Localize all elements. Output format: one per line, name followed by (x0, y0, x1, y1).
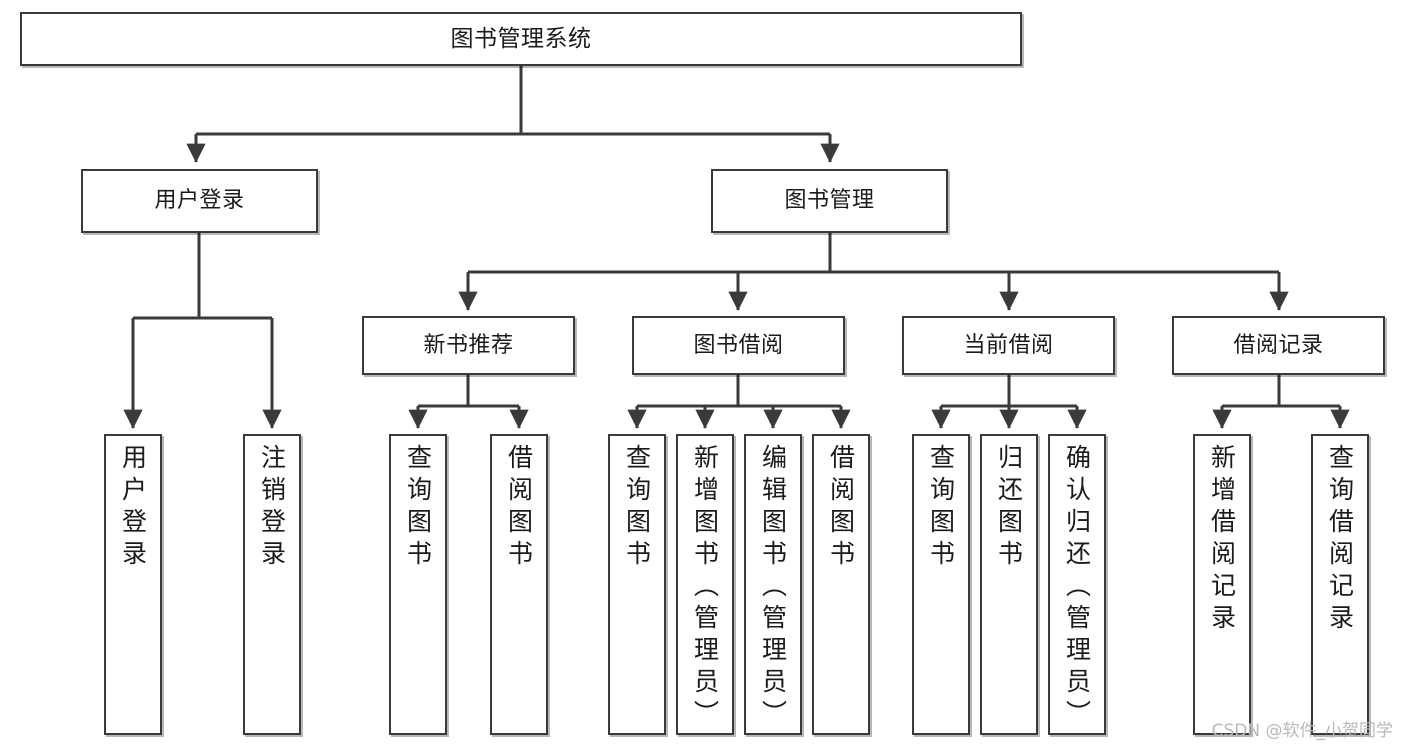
node-label: 新增图书（管理员） (690, 444, 720, 732)
node-label: 借阅图书 (504, 444, 534, 572)
node-root-book-management-system[interactable]: 图书管理系统 (20, 12, 1022, 66)
node-label: 新增借阅记录 (1207, 444, 1237, 636)
node-label: 新书推荐 (423, 332, 514, 358)
node-new-book-recommend[interactable]: 新书推荐 (362, 316, 575, 375)
node-leaf-bookborrow-edit-book-admin[interactable]: 编辑图书（管理员） (744, 434, 802, 735)
node-label: 确认归还（管理员） (1062, 444, 1092, 732)
node-label: 查询借阅记录 (1325, 444, 1355, 636)
node-leaf-borrowrecord-add-record[interactable]: 新增借阅记录 (1193, 434, 1251, 735)
node-label: 查询图书 (403, 444, 433, 572)
node-label: 用户登录 (154, 188, 245, 214)
node-leaf-currentborrow-confirm-return-admin[interactable]: 确认归还（管理员） (1048, 434, 1106, 735)
node-book-borrow[interactable]: 图书借阅 (632, 316, 845, 375)
node-leaf-currentborrow-query-book[interactable]: 查询图书 (912, 434, 970, 735)
node-label: 归还图书 (994, 444, 1024, 572)
node-leaf-currentborrow-return-book[interactable]: 归还图书 (980, 434, 1038, 735)
node-leaf-borrowrecord-query-record[interactable]: 查询借阅记录 (1311, 434, 1369, 735)
node-label: 注销登录 (257, 444, 287, 572)
node-borrow-record[interactable]: 借阅记录 (1172, 316, 1385, 375)
node-label: 查询图书 (622, 444, 652, 572)
node-leaf-bookborrow-add-book-admin[interactable]: 新增图书（管理员） (676, 434, 734, 735)
node-leaf-bookborrow-borrow-book[interactable]: 借阅图书 (812, 434, 870, 735)
node-user-login[interactable]: 用户登录 (81, 169, 318, 233)
node-label: 用户登录 (118, 444, 148, 572)
node-label: 图书管理 (784, 188, 875, 214)
node-label: 图书管理系统 (450, 25, 592, 52)
node-label: 当前借阅 (963, 332, 1054, 358)
node-leaf-newbook-borrow-book[interactable]: 借阅图书 (490, 434, 548, 735)
node-label: 查询图书 (926, 444, 956, 572)
node-leaf-user-login-signout[interactable]: 注销登录 (243, 434, 301, 735)
node-label: 借阅图书 (826, 444, 856, 572)
node-leaf-user-login-signin[interactable]: 用户登录 (104, 434, 162, 735)
node-label: 图书借阅 (693, 332, 784, 358)
node-book-management[interactable]: 图书管理 (711, 169, 948, 233)
watermark-text: CSDN @软件_小贺同学 (1211, 721, 1393, 741)
node-current-borrow[interactable]: 当前借阅 (902, 316, 1115, 375)
node-label: 编辑图书（管理员） (758, 444, 788, 732)
node-label: 借阅记录 (1233, 332, 1324, 358)
node-leaf-newbook-query-book[interactable]: 查询图书 (389, 434, 447, 735)
node-leaf-bookborrow-query-book[interactable]: 查询图书 (608, 434, 666, 735)
